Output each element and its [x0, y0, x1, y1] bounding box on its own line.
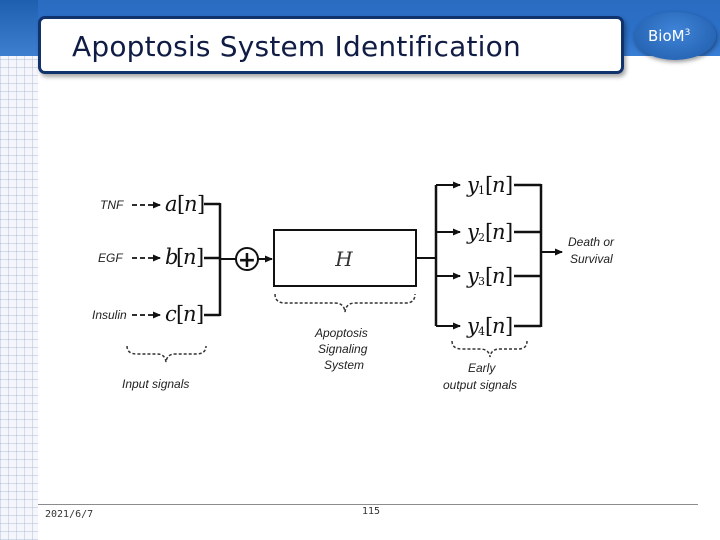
brand-logo-badge — [634, 12, 716, 60]
output-signals-label-line1: Early — [468, 361, 496, 375]
output-sub-y2: 2 — [478, 231, 485, 244]
output-var-y2: y — [466, 220, 480, 244]
output-bracket-open-y1: [ — [485, 173, 493, 197]
output-index-y3: n — [492, 264, 506, 288]
input-bracket-open-b: [ — [176, 245, 184, 269]
brand-logo-text: BioM3 — [648, 27, 690, 45]
final-output-label-line1: Death or — [568, 235, 615, 249]
brand-suffix: M — [671, 27, 685, 45]
output-bracket-open-y2: [ — [485, 220, 493, 244]
output-sub-y4: 4 — [478, 325, 485, 338]
input-index-b: n — [183, 245, 197, 269]
title-frame — [38, 16, 624, 74]
input-var-c: c — [165, 302, 177, 326]
footer-date: 2021/6/7 — [45, 509, 94, 520]
system-brace — [274, 293, 416, 313]
system-label-line3: System — [324, 358, 364, 372]
output-bracket-close-y3: ] — [505, 264, 513, 288]
system-label-line1: Apoptosis — [314, 326, 368, 340]
system-label-line2: Signaling — [318, 342, 368, 356]
input-bracket-close-c: ] — [196, 302, 204, 326]
input-label-tnf: TNF — [100, 198, 124, 212]
footer-page-number: 115 — [362, 506, 381, 517]
left-decorative-band — [0, 0, 38, 540]
output-bracket-close-y2: ] — [505, 220, 513, 244]
brand-superscript: 3 — [684, 28, 691, 38]
input-signals-label: Input signals — [122, 377, 189, 391]
slide-title: Apoptosis System Identification — [72, 30, 521, 63]
input-var-b: b — [165, 245, 178, 269]
output-bracket-open-y3: [ — [485, 264, 493, 288]
input-var-a: a — [165, 192, 178, 216]
input-index-c: n — [183, 302, 197, 326]
output-index-y4: n — [492, 314, 506, 338]
input-bracket-close-a: ] — [197, 192, 205, 216]
input-label-insulin: Insulin — [92, 308, 127, 322]
output-var-y3: y — [466, 264, 480, 288]
output-bracket-close-y1: ] — [505, 173, 513, 197]
input-bracket-open-c: [ — [176, 302, 184, 326]
system-symbol: H — [334, 247, 353, 271]
footer-divider — [38, 504, 698, 505]
input-signals-brace — [126, 345, 207, 363]
input-bracket-open-a: [ — [177, 192, 185, 216]
output-sub-y1: 1 — [478, 184, 485, 197]
final-output-label-line2: Survival — [570, 252, 613, 266]
output-bracket-close-y4: ] — [505, 314, 513, 338]
output-var-y1: y — [466, 173, 480, 197]
output-index-y2: n — [492, 220, 506, 244]
output-signals-brace — [451, 340, 528, 358]
output-index-y1: n — [492, 173, 506, 197]
output-bracket-open-y4: [ — [485, 314, 493, 338]
input-bracket-close-b: ] — [196, 245, 204, 269]
header-bar-left — [0, 0, 38, 56]
input-index-a: n — [184, 192, 198, 216]
output-sub-y3: 3 — [478, 275, 485, 288]
input-label-egf: EGF — [98, 251, 123, 265]
brand-name: Bio — [648, 27, 672, 45]
system-block — [273, 229, 417, 287]
output-var-y4: y — [466, 314, 480, 338]
summation-symbol: + — [238, 248, 256, 273]
output-signals-label-line2: output signals — [443, 378, 517, 392]
